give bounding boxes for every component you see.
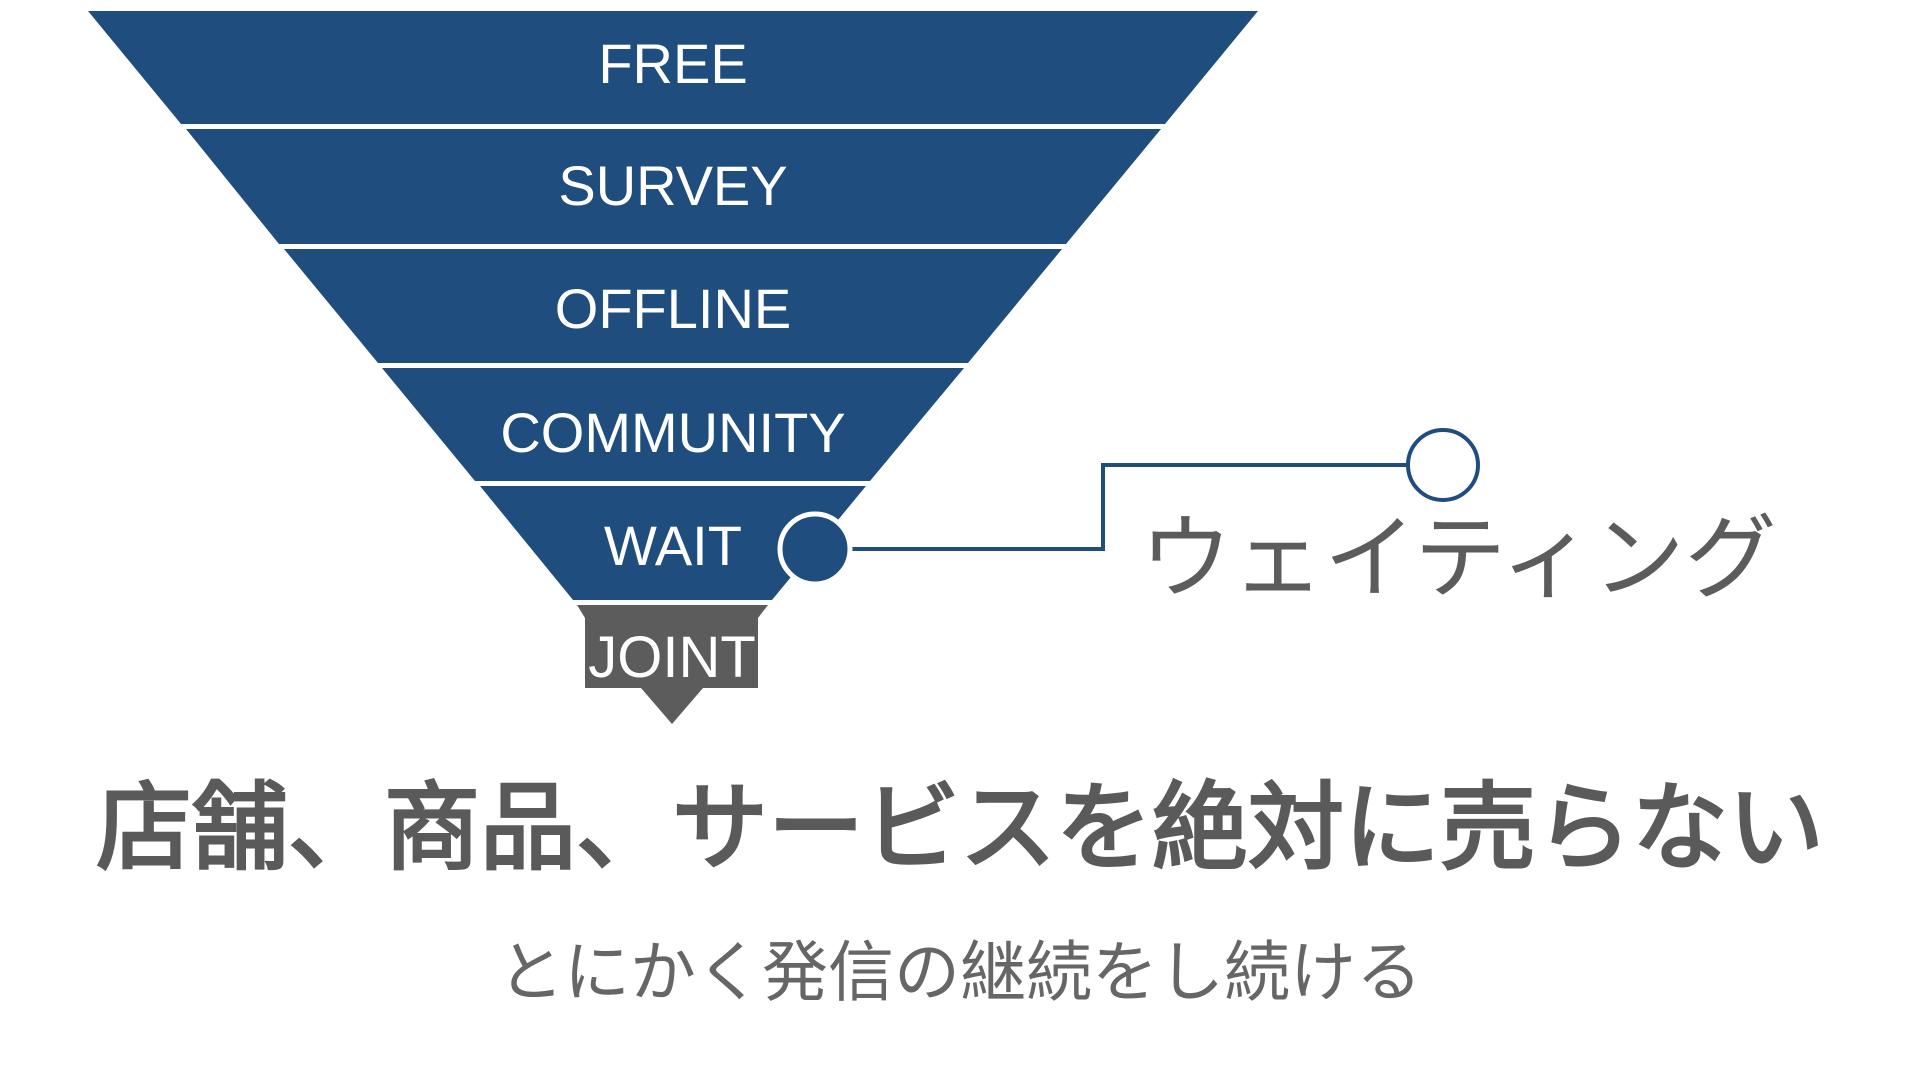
funnel-stage-community [382,368,964,481]
funnel-stage-wait [480,486,866,600]
funnel-stage-free [88,11,1258,124]
headline: 店舗、商品、サービスを絶対に売らない [96,772,1824,884]
joint-tag-label: JOINT [588,625,756,690]
funnel-stage-community-label: COMMUNITY [500,401,845,464]
callout-connector [777,428,1480,587]
connector-line [815,463,1414,551]
connector-start-dot [777,511,853,587]
subline: とにかく発信の継続をし続ける [498,934,1422,1011]
funnel-stage-offline-label: OFFLINE [555,277,791,340]
joint-tag-shape [577,605,768,724]
funnel-stage-wait-label: WAIT [604,514,742,577]
funnel-stage-survey-label: SURVEY [558,154,787,217]
connector-end-ring [1406,428,1480,502]
funnel-stage-offline [284,249,1062,363]
callout-label: ウェイティング [1140,505,1777,612]
funnel-stage-free-label: FREE [598,32,747,95]
funnel-stages: FREE SURVEY OFFLINE COMMUNITY WAIT [88,11,1258,600]
joint-tag: JOINT [577,605,768,724]
funnel-stage-survey [186,129,1161,244]
